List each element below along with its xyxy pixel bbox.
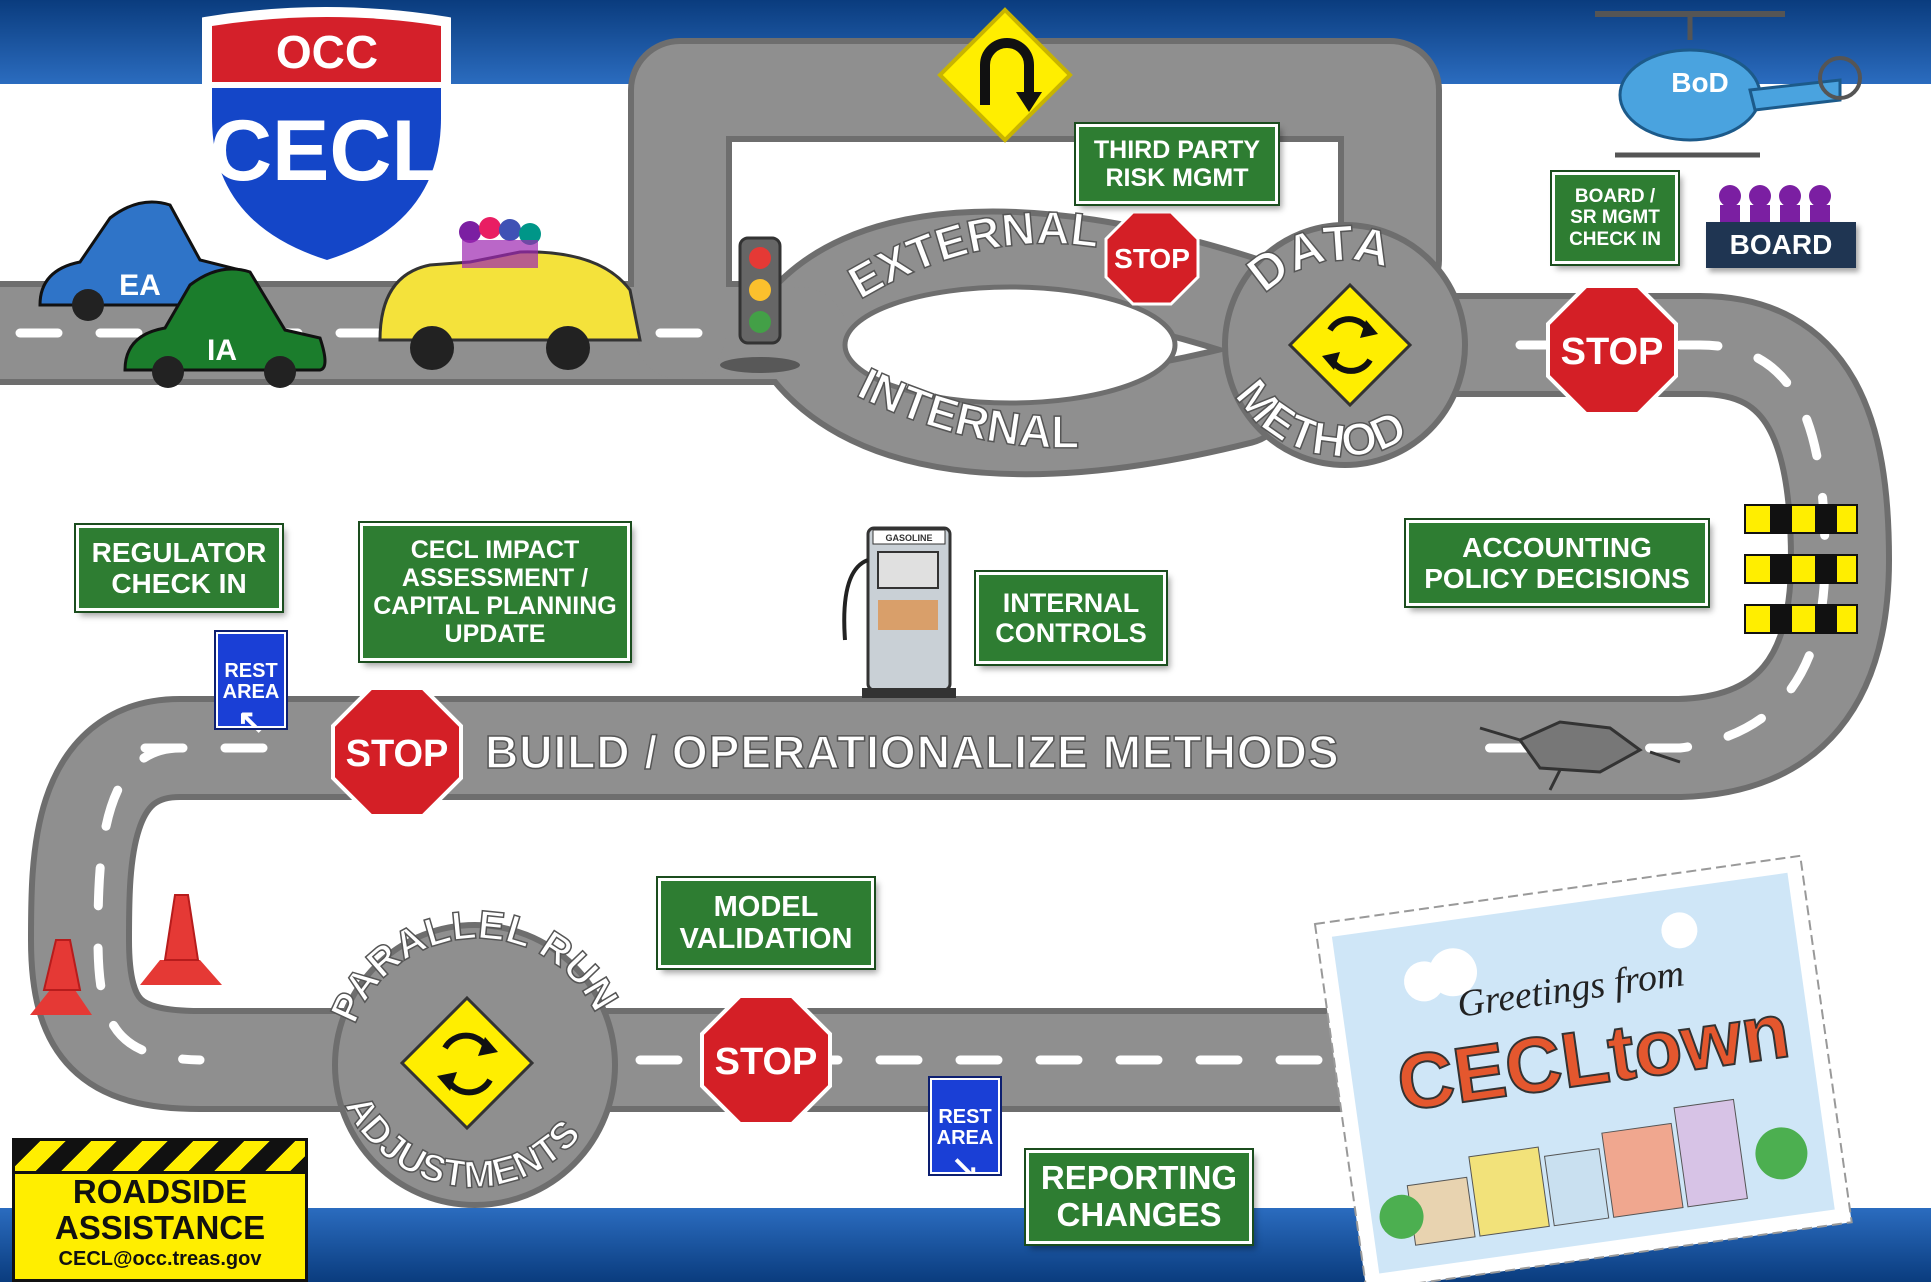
sign-accounting-policy-decisions: ACCOUNTING POLICY DECISIONS bbox=[1404, 518, 1710, 608]
rest-area-sign-upper: REST AREA ↖ bbox=[214, 630, 288, 739]
helicopter-bod: BoD bbox=[1595, 11, 1862, 158]
svg-text:GASOLINE: GASOLINE bbox=[885, 533, 932, 543]
traffic-light bbox=[720, 236, 800, 373]
sign-third-party-risk-mgmt: THIRD PARTY RISK MGMT bbox=[1074, 122, 1280, 206]
stop-sign-board: STOP bbox=[1546, 284, 1678, 416]
shield-top-text: OCC bbox=[276, 26, 378, 78]
sign-internal-controls: INTERNAL CONTROLS bbox=[974, 570, 1168, 666]
build-methods-label: BUILD / OPERATIONALIZE METHODS bbox=[485, 726, 1340, 778]
roadside-assistance-box: ROADSIDE ASSISTANCE CECL@occ.treas.gov bbox=[12, 1138, 308, 1282]
hazard-stripes bbox=[15, 1141, 305, 1174]
stop-sign-external: STOP bbox=[1104, 210, 1200, 306]
shield-main-text: CECL bbox=[210, 103, 444, 199]
rest-area-label: REST AREA bbox=[936, 1106, 994, 1149]
arrow-up-left-icon: ↖ bbox=[236, 703, 266, 741]
u-turn-sign bbox=[937, 7, 1073, 143]
gas-pump: GASOLINE bbox=[842, 526, 956, 698]
svg-text:BoD: BoD bbox=[1671, 67, 1729, 98]
svg-text:STOP: STOP bbox=[346, 733, 449, 775]
sign-board: BOARD bbox=[1706, 222, 1856, 268]
svg-text:STOP: STOP bbox=[715, 1041, 818, 1083]
car-ia: IA bbox=[123, 267, 327, 388]
pothole-crack bbox=[1479, 720, 1681, 791]
svg-text:STOP: STOP bbox=[1561, 331, 1664, 373]
stop-sign-model: STOP bbox=[700, 994, 832, 1126]
svg-text:IA: IA bbox=[207, 334, 237, 367]
traffic-cones bbox=[30, 894, 222, 1015]
rest-area-label: REST AREA bbox=[222, 660, 280, 703]
sign-reporting-changes: REPORTING CHANGES bbox=[1024, 1148, 1254, 1246]
road-barricades bbox=[1744, 504, 1858, 634]
occ-cecl-shield: OCC CECL bbox=[202, 7, 451, 272]
board-member-figures bbox=[1719, 185, 1831, 225]
sign-cecl-impact-assessment: CECL IMPACT ASSESSMENT / CAPITAL PLANNIN… bbox=[358, 521, 632, 663]
stop-sign-build: STOP bbox=[331, 686, 463, 818]
parallel-run-cycle-sign bbox=[399, 995, 535, 1131]
car-yellow-with-people bbox=[378, 217, 642, 370]
svg-text:EA: EA bbox=[119, 269, 161, 302]
data-method-cycle-sign bbox=[1287, 282, 1413, 408]
sign-model-validation: MODEL VALIDATION bbox=[656, 876, 876, 970]
sign-regulator-check-in: REGULATOR CHECK IN bbox=[74, 523, 284, 613]
svg-text:STOP: STOP bbox=[1114, 243, 1190, 274]
roadside-assistance-title: ROADSIDE ASSISTANCE bbox=[54, 1173, 266, 1246]
cecltown-postcard: Greetings from CECLtown bbox=[1313, 854, 1853, 1282]
sign-board-sr-mgmt-check-in: BOARD / SR MGMT CHECK IN bbox=[1550, 170, 1680, 266]
roadside-assistance-email[interactable]: CECL@occ.treas.gov bbox=[58, 1248, 262, 1270]
road bbox=[0, 38, 1892, 1208]
arrow-down-right-icon: ↘ bbox=[950, 1149, 980, 1187]
rest-area-sign-lower: REST AREA ↘ bbox=[928, 1076, 1002, 1185]
